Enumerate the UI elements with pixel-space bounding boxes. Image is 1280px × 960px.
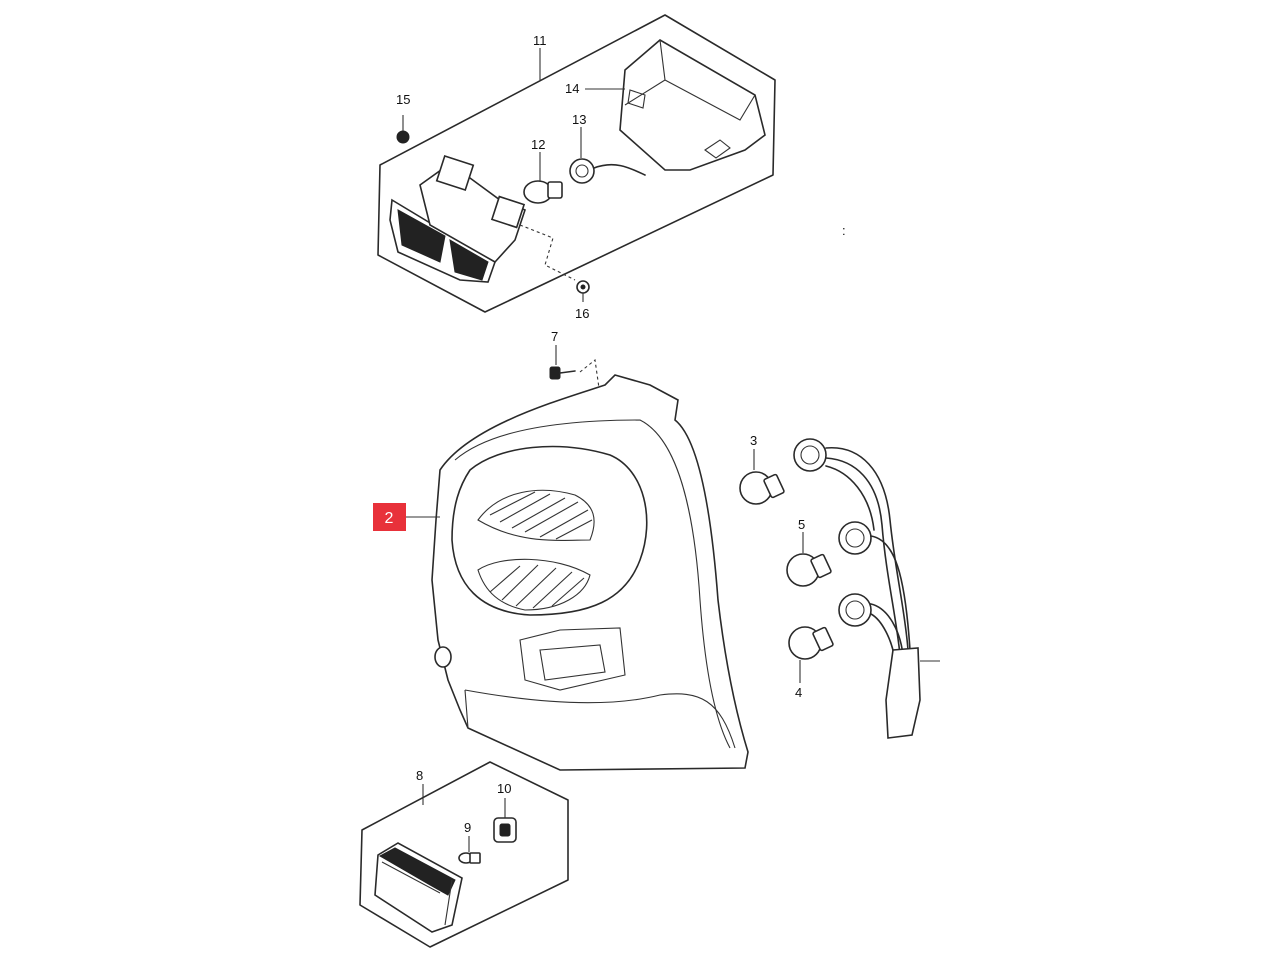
callout-2: 2 <box>385 510 394 527</box>
callout-9: 9 <box>464 820 471 835</box>
lamp-8-drawing <box>374 842 463 933</box>
callout-7: 7 <box>551 329 558 344</box>
socket-drawings <box>793 438 872 627</box>
bulb-12-drawing <box>523 180 563 204</box>
callout-3: 3 <box>750 433 757 448</box>
bulb-5-drawing <box>786 532 832 587</box>
housing-14-drawing <box>619 39 766 171</box>
lamp-lens-drawing <box>389 154 526 283</box>
lens-hatching-top <box>489 491 593 540</box>
nut-16-drawing <box>519 224 590 302</box>
highlighted-callout-2[interactable]: 2 <box>373 503 406 531</box>
wire-harness <box>825 447 940 739</box>
bulb-4-drawing <box>788 626 834 683</box>
callout-16: 16 <box>575 306 589 321</box>
callout-14: 14 <box>565 81 579 96</box>
socket-10-drawing <box>493 798 517 843</box>
socket-13-drawing <box>569 158 646 184</box>
bulb-harness-assembly: 3 5 4 <box>739 433 940 739</box>
bulb-3-drawing <box>739 449 785 505</box>
callout-8: 8 <box>416 768 423 783</box>
lower-inset-assembly: 8 9 10 <box>359 761 569 948</box>
upper-inset-assembly: 11 14 13 12 15 16 <box>377 14 776 321</box>
lower-inset-frame <box>359 761 569 948</box>
callout-13: 13 <box>572 112 586 127</box>
lamp-reflector <box>451 445 648 616</box>
lens-hatching-bottom <box>489 564 585 609</box>
screw-15-drawing <box>396 115 410 144</box>
callout-12: 12 <box>531 137 545 152</box>
mount-hole <box>434 646 452 668</box>
callout-5: 5 <box>798 517 805 532</box>
callout-11: 11 <box>533 33 547 48</box>
callout-4: 4 <box>795 685 802 700</box>
upper-inset-frame <box>377 14 776 313</box>
callout-15: 15 <box>396 92 410 107</box>
callout-10: 10 <box>497 781 511 796</box>
tail-lamp-assembly <box>406 345 749 771</box>
bulb-9-drawing <box>458 836 481 864</box>
screw-7-drawing <box>549 345 601 396</box>
stray-mark: : <box>842 223 846 238</box>
